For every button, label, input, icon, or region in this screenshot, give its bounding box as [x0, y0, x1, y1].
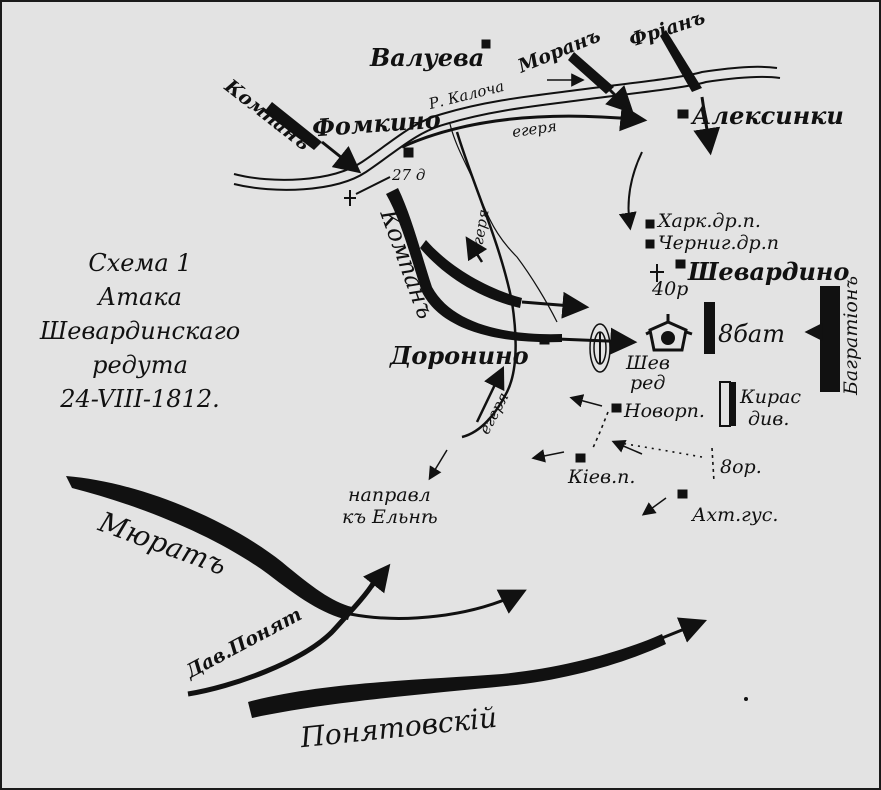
label-direction-2: къ Ельнѣ	[342, 506, 438, 528]
egerya-up-arrow	[465, 236, 488, 263]
compans-top-arrow	[264, 102, 362, 174]
title-line-1: Схема 1	[88, 249, 192, 277]
yelnya-arrow	[428, 449, 448, 481]
egerya-long-line	[455, 131, 517, 439]
label-direction-1: направл	[348, 484, 431, 506]
label-chernig: Черниг.др.п	[658, 232, 779, 254]
label-27d: 27 д	[392, 166, 426, 184]
bat8-bar	[704, 302, 715, 354]
stream	[449, 123, 558, 323]
label-khark: Харк.др.п.	[658, 210, 761, 232]
label-doronino: Доронино	[390, 341, 529, 370]
label-40or: 40р	[652, 278, 689, 300]
label-kiras-1: Кирас	[740, 386, 802, 408]
title-line-2: Атака	[98, 283, 182, 311]
aleksinki-down-arrow	[618, 151, 643, 231]
label-aleksinki: Алексинки	[692, 101, 844, 130]
label-8bat: 8бат	[718, 320, 785, 348]
murat-arrow	[66, 476, 527, 620]
shevardino-redoubt	[645, 314, 693, 352]
map-dot	[744, 697, 748, 701]
label-kiras-2: див.	[748, 408, 790, 430]
label-shevardino: Шевардино	[688, 257, 850, 286]
akht-arrow	[641, 497, 667, 516]
egerya-top-arrow	[401, 104, 648, 149]
title-line-3: Шевардинскаго	[39, 317, 241, 345]
label-bagration: Багратіонъ	[840, 275, 863, 396]
column-arrow	[420, 240, 590, 319]
label-akht: Ахт.гус.	[692, 504, 779, 526]
unit-symbols	[344, 39, 689, 499]
kiev-arrow	[531, 449, 565, 463]
fleche-oval	[589, 323, 611, 373]
title-line-5: 24-VIII-1812.	[60, 385, 220, 413]
label-novorp: Новорп.	[624, 400, 705, 422]
label-8or: 8ор.	[720, 456, 762, 478]
frian-arrow	[660, 30, 721, 156]
label-redoubt-2: ред	[630, 372, 666, 394]
novorp-arrow	[569, 394, 603, 408]
label-redoubt-1: Шев	[626, 352, 670, 374]
dav-poniat-arrow	[187, 563, 391, 697]
bagration-bar	[820, 286, 840, 392]
map-title: Схема 1 Атака Шевардинскаго редута 24-VI…	[30, 246, 250, 416]
bagration-small-arrow	[611, 440, 643, 455]
poniatowski-arrow	[248, 617, 708, 718]
egerya-bottom-arrow	[475, 365, 505, 423]
dashed-links	[591, 411, 715, 483]
kiras-bar	[719, 381, 736, 427]
label-kiev: Кіев.п.	[568, 466, 636, 488]
label-valueva: Валуева	[370, 43, 485, 72]
title-line-4: редута	[92, 351, 188, 379]
